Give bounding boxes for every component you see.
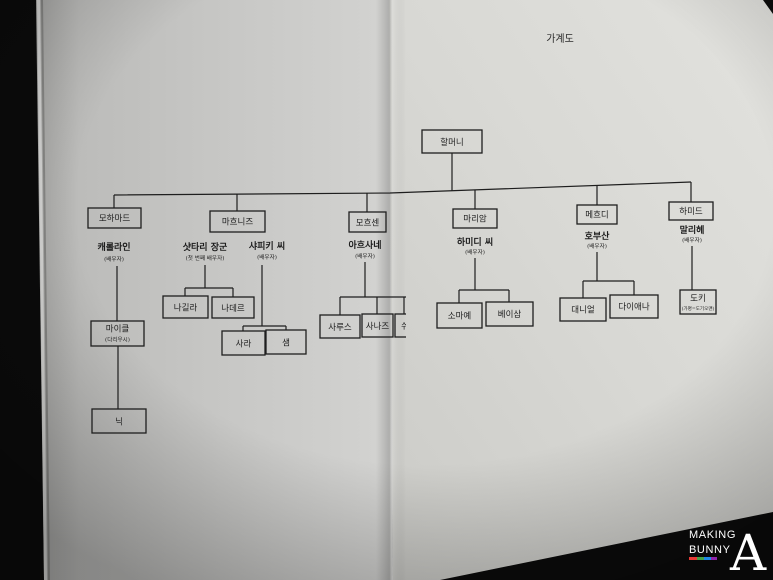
connector-line [339, 262, 406, 315]
watermark-line-2: BUNNY [689, 544, 731, 556]
watermark-line-1: MAKING [689, 529, 736, 541]
spouse-name: 호부산 [585, 230, 611, 242]
spouse-note: (배우자) [257, 253, 277, 261]
connector-line [116, 266, 119, 409]
spouse-name: 아흐사네 [348, 239, 381, 251]
node-box-grandchild [90, 320, 145, 347]
node-box-grandchild [265, 329, 307, 355]
node-label-grandchild: 사라 [236, 340, 252, 350]
node-label-child-6: 하미드 [679, 206, 703, 217]
spouse-name: 샤피키 씨 [249, 240, 285, 252]
node-box-great-grandchild [91, 408, 147, 434]
node-box-grandchild [394, 313, 406, 338]
connector-line [458, 258, 510, 303]
connector-line [184, 265, 234, 297]
node-label-grandchild: 쉬한 [401, 322, 417, 332]
node-label-great-grandchild: 닉 [115, 418, 123, 428]
node-label-grandchild: 소마예 [448, 311, 471, 322]
node-box-grandchild [679, 289, 717, 315]
node-label-grandchild: 샘 [282, 339, 290, 349]
spouse-note: (배우자) [104, 255, 124, 263]
node-label-grandchild: 사나즈 [366, 322, 390, 332]
node-label-grandchild: 마이클 [106, 324, 130, 335]
spouse-note: (배우자) [682, 236, 702, 244]
node-box-grandchild [436, 302, 483, 329]
node-box-grandchild [319, 314, 361, 339]
node-box-grandchild [162, 295, 209, 319]
node-label-grandchild: 나길라 [174, 304, 198, 314]
node-box-child-3 [348, 211, 387, 233]
diagram-title: 가계도 [546, 33, 574, 45]
node-label-grandchild: 베이삼 [498, 309, 522, 320]
node-label-child-3: 모흐센 [356, 218, 380, 229]
node-box-child-4 [452, 208, 498, 229]
spouse-name: 샷타리 장군 [183, 241, 228, 253]
node-box-grandchild [609, 294, 659, 319]
node-note-grandchild: (가명=도기오맨) [682, 305, 715, 312]
watermark-color-bar [704, 557, 711, 560]
node-label-grandchild: 나데르 [221, 304, 245, 314]
node-box-grandchild [211, 296, 255, 319]
watermark-color-bar [711, 557, 717, 560]
node-box-grandchild [485, 301, 534, 327]
node-label-grandchild: 대니얼 [571, 305, 595, 316]
spouse-note: (첫 번째 배우자) [186, 254, 225, 262]
spouse-name: 캐롤라인 [97, 241, 130, 253]
node-label-grandchild: 다이애나 [618, 302, 649, 313]
node-box-child-5 [576, 204, 618, 225]
node-box-grandchild [559, 297, 607, 322]
node-box-child-6 [668, 201, 714, 221]
node-note-grandchild: (다리우시) [105, 336, 130, 344]
spouse-note: (배우자) [587, 242, 607, 250]
node-box-grandchild [221, 330, 266, 356]
watermark-mark: A [729, 524, 767, 580]
watermark-color-bar [689, 557, 697, 560]
spouse-note: (배우자) [465, 248, 485, 256]
connector-line [242, 265, 287, 331]
node-label-root: 할머니 [440, 137, 463, 148]
node-label-child-4: 마리암 [463, 214, 487, 225]
node-label-grandchild: 사루스 [328, 323, 352, 333]
connector-line [582, 252, 635, 298]
spouse-name: 하미디 씨 [457, 236, 493, 248]
node-box-child-2 [209, 210, 266, 233]
spouse-note: (배우자) [355, 252, 375, 260]
spouse-name: 말리헤 [680, 224, 705, 236]
node-label-grandchild: 도키 [690, 294, 706, 304]
connector-line [113, 182, 692, 212]
node-box-child-1 [87, 207, 142, 229]
sibling-bar [113, 181, 692, 196]
branch-3-descendants: 사루스 사나즈 쉬한 [319, 262, 417, 339]
node-label-child-1: 모하마드 [99, 213, 130, 224]
node-box-grandchild [361, 313, 394, 338]
watermark-color-bar [697, 557, 704, 560]
family-tree-diagram: 가계도 할머니 모하마드 마흐니즈 모흐센 마리암 메흐디 하미드 캐롤라인 (… [87, 33, 717, 434]
watermark-logo: MAKING BUNNY A [689, 524, 767, 580]
node-label-child-2: 마흐니즈 [222, 217, 253, 228]
node-label-child-5: 메흐디 [585, 211, 608, 221]
